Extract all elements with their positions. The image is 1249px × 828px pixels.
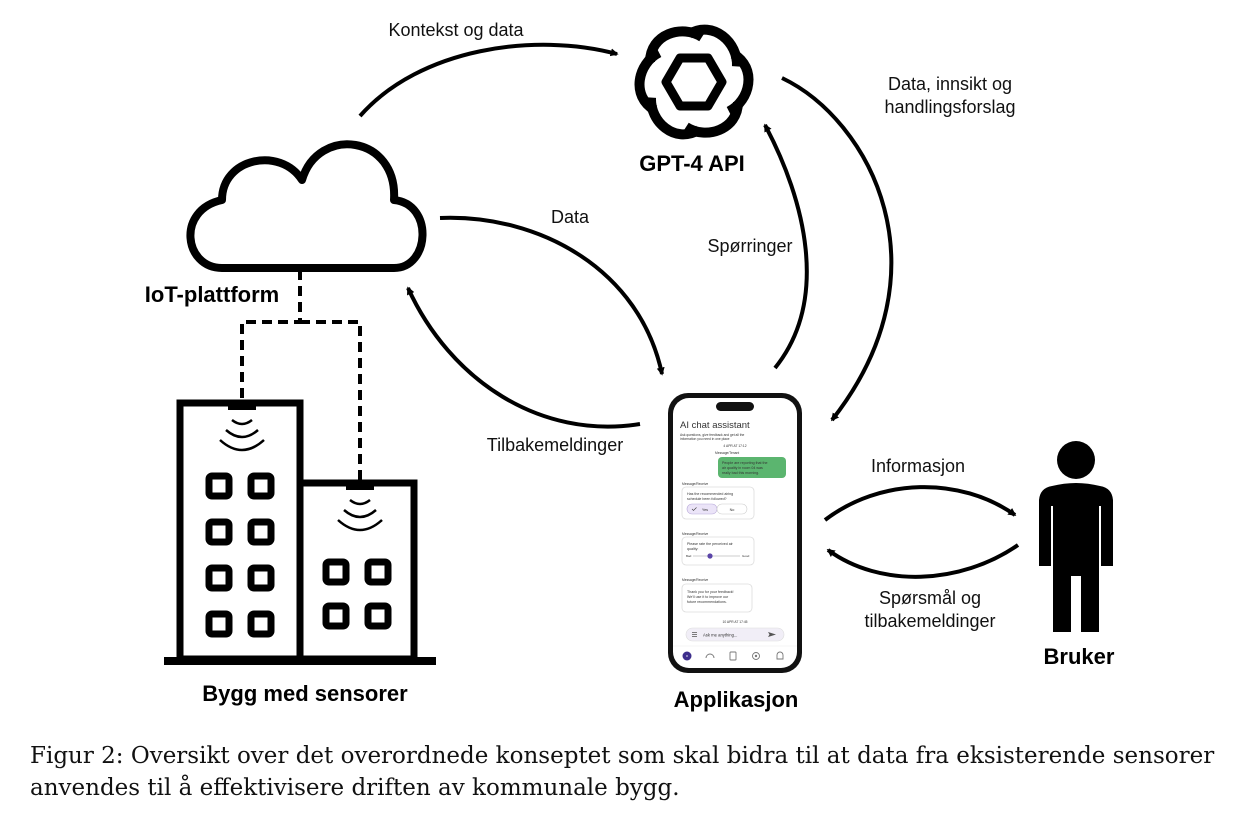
gpt-label: GPT-4 API bbox=[639, 151, 745, 176]
bot-message-bubble bbox=[681, 583, 753, 613]
label-data-insight-2: handlingsforslag bbox=[884, 97, 1015, 117]
cloud-building-connection bbox=[240, 270, 362, 480]
phone-notch bbox=[716, 402, 754, 411]
user-message: air quality in room 04 was bbox=[722, 466, 763, 470]
label-questions-2: tilbakemeldinger bbox=[864, 611, 995, 631]
label-data-insight-1: Data, innsikt og bbox=[888, 74, 1012, 94]
bot-message: Has the recommended airing bbox=[687, 492, 733, 496]
no-label: No bbox=[730, 508, 735, 512]
arrow-feedback bbox=[406, 286, 641, 429]
label-feedback: Tilbakemeldinger bbox=[487, 435, 623, 455]
bot-message: We'll use it to improve our bbox=[687, 595, 729, 599]
sender-label: Message/Receive bbox=[682, 532, 708, 536]
user-message: People are reporting that the bbox=[722, 461, 768, 465]
user-label: Bruker bbox=[1044, 644, 1115, 669]
label-information: Informasjon bbox=[871, 456, 965, 476]
rating-min-label: Bad bbox=[686, 554, 692, 558]
arrow-information bbox=[823, 485, 1017, 522]
bot-message: schedule been followed? bbox=[687, 497, 727, 501]
bot-message: future recommendations. bbox=[687, 600, 727, 604]
menu-icon[interactable] bbox=[692, 632, 697, 637]
openai-logo-icon bbox=[634, 24, 754, 140]
nav-gauge-icon[interactable] bbox=[705, 653, 715, 659]
app-label: Applikasjon bbox=[674, 687, 799, 712]
label-questions-1: Spørsmål og bbox=[879, 588, 981, 608]
nav-bell-icon[interactable] bbox=[776, 651, 784, 660]
arrow-queries bbox=[763, 123, 809, 370]
figure-caption: Figur 2: Oversikt over det overordnede k… bbox=[30, 743, 1215, 801]
send-icon[interactable] bbox=[768, 632, 776, 637]
user-message: really bad this morning. bbox=[722, 471, 759, 475]
arrow-data bbox=[439, 215, 665, 376]
building-icon bbox=[164, 399, 436, 665]
user-message-bubble bbox=[718, 457, 786, 478]
bottom-nav bbox=[682, 651, 784, 661]
no-button[interactable] bbox=[716, 503, 748, 515]
yes-label: Yes bbox=[702, 508, 708, 512]
bot-message-bubble bbox=[681, 536, 755, 566]
sender-label: Message/Receive bbox=[682, 482, 708, 486]
concept-diagram: GPT-4 API IoT-plattform Bygg med sensore… bbox=[145, 20, 1115, 712]
bot-message: Please rate the perceived air bbox=[687, 542, 734, 546]
arrow-context-data bbox=[358, 42, 619, 118]
phone-mockup: AI chat assistant Ask questions, give fe… bbox=[668, 393, 802, 673]
sender-label: Message/Receive bbox=[682, 578, 708, 582]
bot-message: Thank you for your feedback! bbox=[687, 590, 734, 594]
chat-input[interactable] bbox=[685, 627, 785, 642]
rating-max-label: Good bbox=[742, 554, 750, 558]
sensor-icon bbox=[337, 482, 383, 532]
arrow-questions-feedback bbox=[826, 543, 1020, 579]
phone-title: AI chat assistant bbox=[680, 420, 750, 431]
phone-timestamp: 4 APR AT 17:12 bbox=[723, 444, 746, 448]
cloud-icon bbox=[186, 140, 427, 272]
check-icon bbox=[691, 507, 697, 511]
label-context-data: Kontekst og data bbox=[388, 20, 524, 40]
nav-settings-icon[interactable] bbox=[752, 652, 760, 660]
nav-document-icon[interactable] bbox=[729, 651, 737, 661]
bot-message: quality: bbox=[687, 547, 698, 551]
label-queries: Spørringer bbox=[707, 236, 792, 256]
arrow-data-insight bbox=[781, 76, 894, 422]
sensor-icon bbox=[219, 402, 265, 452]
person-icon bbox=[1039, 441, 1113, 632]
sender-label: Message/Tenant bbox=[715, 451, 739, 455]
rating-slider-thumb[interactable] bbox=[707, 553, 713, 559]
iot-label: IoT-plattform bbox=[145, 282, 279, 307]
building-label: Bygg med sensorer bbox=[202, 681, 408, 706]
phone-timestamp: 10 APR AT 17:45 bbox=[723, 620, 748, 624]
phone-subtitle: information you need in one place bbox=[680, 437, 730, 441]
chat-input-placeholder: Ask me anything... bbox=[703, 633, 737, 638]
phone-subtitle: Ask questions, give feedback and get all… bbox=[680, 433, 744, 437]
label-data: Data bbox=[551, 207, 590, 227]
